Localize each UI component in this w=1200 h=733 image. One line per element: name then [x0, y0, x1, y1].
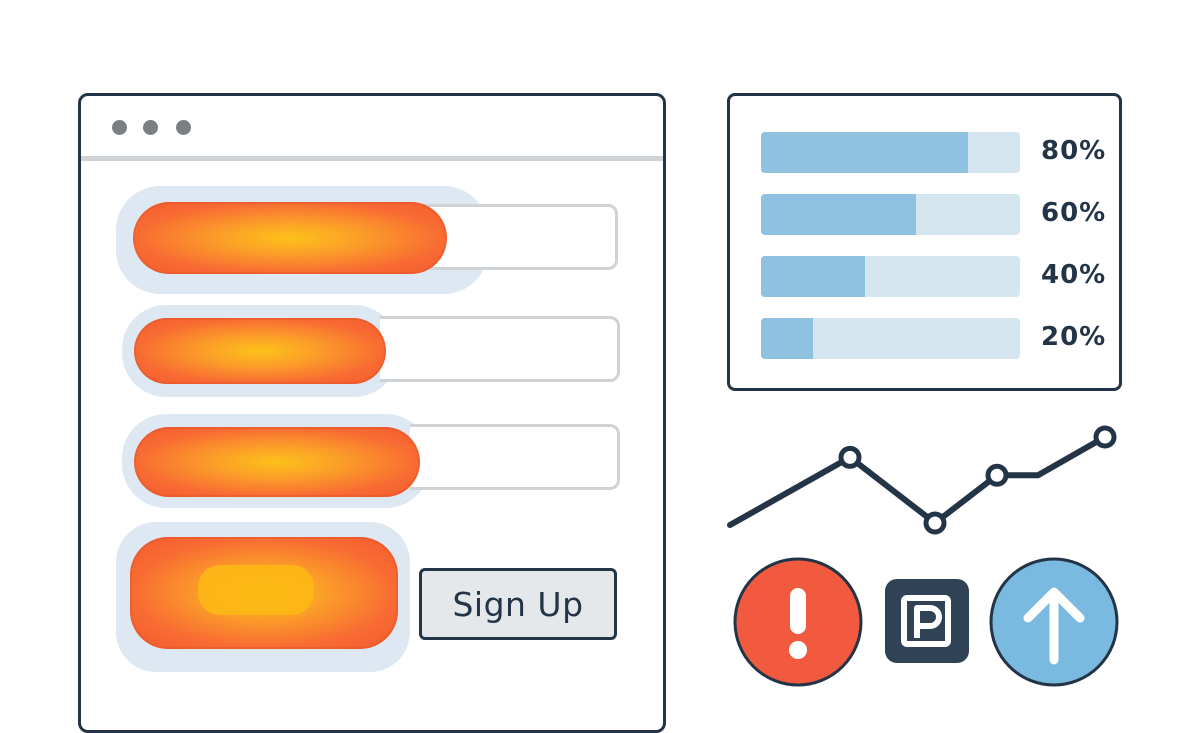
- highlight-core: [198, 565, 314, 615]
- progress-bar: [761, 318, 1020, 359]
- window-titlebar: [81, 96, 663, 161]
- arrow-up-icon[interactable]: [988, 556, 1122, 690]
- progress-bar-label: 40%: [1041, 260, 1107, 290]
- exclamation-icon[interactable]: [732, 556, 866, 690]
- window-control-dot[interactable]: [176, 120, 191, 135]
- pdf-document-icon[interactable]: [884, 578, 970, 664]
- trend-point: [838, 445, 862, 469]
- progress-panel: 80% 60% 40% 20%: [727, 93, 1122, 391]
- trend-point: [923, 511, 947, 535]
- trend-point: [1093, 425, 1117, 449]
- form-field-3[interactable]: [410, 424, 620, 490]
- field-1-filled-highlight[interactable]: [133, 202, 447, 274]
- progress-bar-fill: [761, 194, 917, 235]
- field-3-filled-highlight[interactable]: [134, 427, 420, 497]
- progress-bar-fill: [761, 132, 969, 173]
- sign-up-button[interactable]: Sign Up: [419, 568, 617, 640]
- progress-bar: [761, 132, 1020, 173]
- field-4-filled-highlight[interactable]: [130, 537, 398, 649]
- sign-up-label: Sign Up: [452, 584, 584, 624]
- field-2-filled-highlight[interactable]: [134, 318, 386, 384]
- trend-line-chart: [727, 425, 1117, 535]
- progress-bar-label: 20%: [1041, 322, 1107, 352]
- form-field-2[interactable]: [380, 316, 620, 382]
- progress-bar-fill: [761, 256, 865, 297]
- window-control-dot[interactable]: [112, 120, 127, 135]
- progress-bar: [761, 256, 1020, 297]
- progress-bar: [761, 194, 1020, 235]
- progress-bar-label: 80%: [1041, 136, 1107, 166]
- window-control-dot[interactable]: [143, 120, 158, 135]
- trend-point: [985, 463, 1009, 487]
- trend-line: [727, 434, 1108, 528]
- progress-bar-fill: [761, 318, 813, 359]
- progress-bar-label: 60%: [1041, 198, 1107, 228]
- form-field-1-edge[interactable]: [420, 204, 618, 270]
